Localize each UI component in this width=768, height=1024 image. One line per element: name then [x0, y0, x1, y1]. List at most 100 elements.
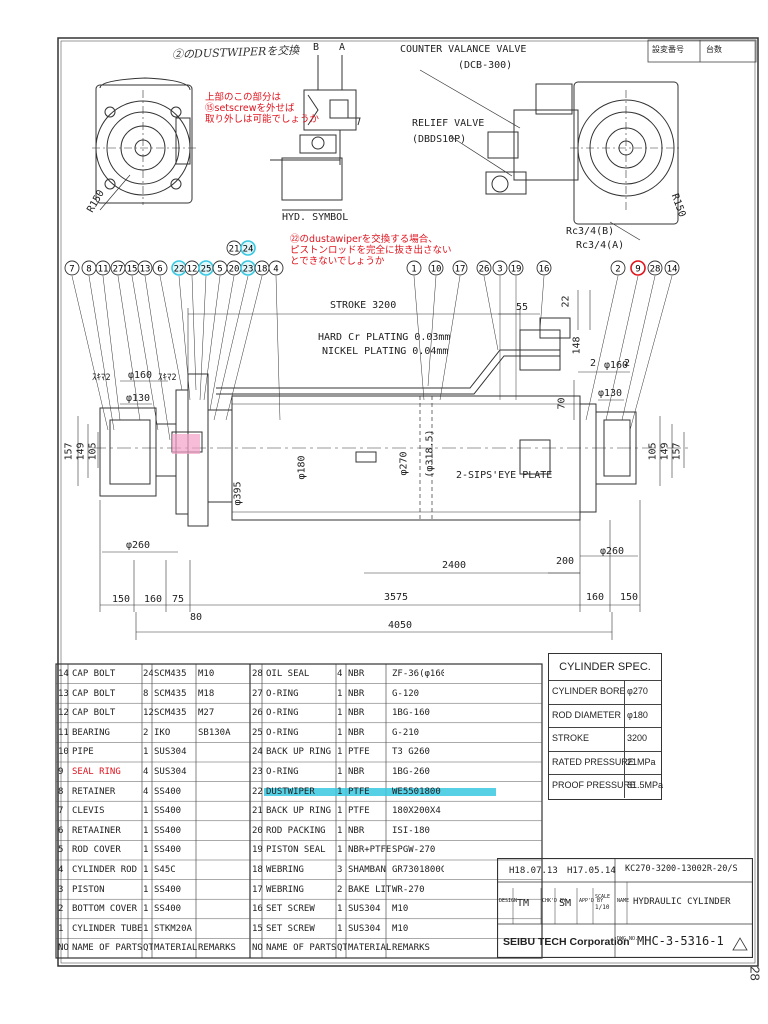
part-balloon: 4: [268, 260, 284, 276]
balloon-number: 11: [98, 265, 109, 275]
parts-cell-no: 14: [58, 669, 69, 679]
parts-cell-rem: G-210: [392, 727, 420, 738]
part-balloon: 28: [647, 260, 663, 276]
dim-80: 80: [190, 612, 203, 623]
dim-200: 200: [556, 556, 575, 567]
dim-149-left: 149: [75, 442, 87, 461]
parts-cell-no: 22: [252, 786, 263, 797]
clearance-left-a: ｽｷﾏ2: [92, 373, 111, 383]
balloon-number: 8: [86, 265, 91, 275]
part-balloon: 25: [198, 260, 214, 276]
parts-cell-rem: G-120: [392, 688, 420, 699]
parts-cell-no: 1: [58, 923, 64, 934]
parts-cell-qty: 1: [143, 806, 149, 817]
parts-cell-no: 6: [58, 825, 64, 836]
balloon-number: 24: [243, 245, 254, 255]
parts-cell-no: 16: [252, 904, 263, 915]
hyd-symbol-label: HYD. SYMBOL: [282, 212, 349, 223]
dim-160-left: 160: [144, 594, 163, 605]
balloon-circle: [536, 260, 552, 276]
balloon-number: 5: [217, 265, 222, 275]
parts-cell-mat: PTFE: [348, 747, 370, 758]
part-balloon: 19: [508, 260, 524, 276]
dia-318: (φ318.5): [424, 429, 436, 478]
part-balloon: 16: [536, 260, 552, 276]
part-balloon: 10: [428, 260, 444, 276]
dim-150-right: 150: [620, 592, 639, 603]
part-balloon: 14: [664, 260, 680, 276]
parts-cell-no: 12: [58, 708, 69, 719]
parts-table-grid: [55, 663, 543, 959]
dia-160-right: φ160: [604, 360, 629, 371]
spec-label: STROKE: [552, 733, 590, 743]
parts-cell-mat: SUS304: [154, 747, 187, 758]
parts-cell-rem: M18: [198, 688, 215, 699]
dia-260-right: φ260: [600, 546, 625, 557]
balloon-circle: [95, 260, 111, 276]
parts-cell-qty: 2: [143, 727, 149, 738]
parts-row: NO.NAME OF PARTSQTYMATERIALREMARKS: [250, 938, 542, 958]
quantity-label: 台数: [706, 45, 722, 54]
parts-cell-rem: REMARKS: [392, 943, 430, 954]
parts-cell-no: 3: [58, 884, 64, 895]
dim-150-left: 150: [112, 594, 131, 605]
part-balloon: 7: [64, 260, 80, 276]
parts-cell-mat: SUS304: [348, 904, 381, 915]
spec-label: RATED PRESSURE: [552, 756, 634, 767]
balloon-number: 7: [69, 265, 74, 275]
title-block-grid: [497, 858, 753, 958]
parts-cell-rem: GR7301800C380: [392, 865, 444, 875]
port-b-symbol-label: B: [313, 42, 320, 53]
parts-cell-mat: PTFE: [348, 786, 370, 797]
balloon-circle: [406, 260, 422, 276]
spec-value: 21MPa: [627, 756, 656, 767]
dim-2b: 2: [624, 358, 631, 369]
balloon-circle: [492, 260, 508, 276]
part-balloon: 11: [95, 260, 111, 276]
balloon-number: 28: [650, 265, 661, 275]
parts-cell-name: BEARING: [72, 727, 110, 738]
part-balloon: 8: [81, 260, 97, 276]
parts-cell-name: CAP BOLT: [72, 708, 116, 719]
part-balloon: 24: [240, 240, 256, 256]
parts-cell-qty: 1: [143, 865, 149, 875]
relief-valve-model: (DBDS10P): [412, 134, 467, 145]
parts-cell-name: SET SCREW: [266, 904, 315, 915]
balloon-number: 20: [229, 265, 240, 275]
parts-cell-qty: 1: [337, 786, 343, 797]
parts-cell-no: 25: [252, 727, 263, 738]
dustwiper-highlight: [264, 787, 496, 796]
balloon-number: 6: [157, 265, 162, 275]
parts-cell-qty: 1: [143, 825, 149, 836]
parts-cell-qty: 1: [337, 767, 343, 777]
spec-row: STROKE 3200: [549, 727, 661, 751]
parts-cell-mat: SS400: [154, 806, 182, 817]
parts-cell-rem: WR-270: [392, 884, 425, 895]
parts-cell-mat: SS400: [154, 786, 182, 797]
parts-cell-mat: MATERIAL: [154, 943, 198, 954]
part-balloon: 26: [476, 260, 492, 276]
balloon-circle: [630, 260, 646, 276]
dim-105-right: 105: [647, 442, 659, 461]
parts-cell-name: PIPE: [72, 747, 94, 758]
parts-cell-qty: 4: [143, 767, 149, 777]
parts-cell-rem: M10: [198, 669, 215, 679]
spec-divider: [624, 751, 625, 775]
parts-cell-name: NAME OF PARTS: [266, 943, 337, 954]
spec-divider: [624, 728, 625, 751]
spec-value: 3200: [627, 733, 648, 743]
spec-value: 31.5MPa: [627, 780, 664, 790]
port-b-thread-label: Rc3/4(B): [566, 226, 615, 237]
dia-395: φ395: [232, 481, 244, 506]
parts-cell-mat: NBR: [348, 727, 365, 738]
name-label: NAME: [617, 898, 630, 904]
parts-cell-rem: M10: [392, 904, 409, 915]
dia-130-right: φ130: [598, 388, 623, 399]
